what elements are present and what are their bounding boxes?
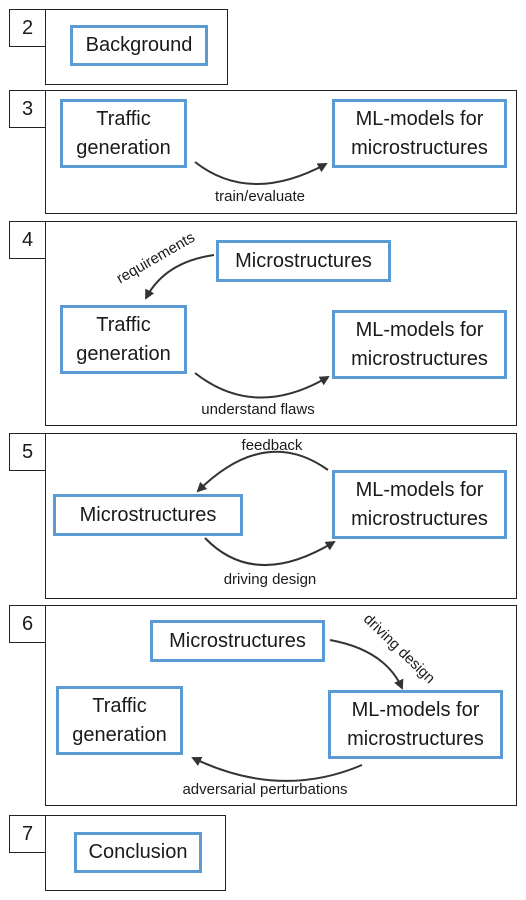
section-7-number: 7 <box>9 815 46 853</box>
train-evaluate-arrow <box>194 161 328 185</box>
adversarial-perturbations-arrow <box>191 756 363 782</box>
section-4-number: 4 <box>9 221 46 259</box>
driving-design-label: driving design <box>224 571 317 588</box>
requirements-arrow <box>145 254 215 300</box>
ml-models-box: ML-models for microstructures <box>328 690 503 759</box>
requirements-label: requirements <box>114 229 198 287</box>
driving-design-arrow <box>204 537 336 567</box>
background-box: Background <box>70 25 208 66</box>
understand-flaws-label: understand flaws <box>201 401 314 418</box>
feedback-arrow <box>196 450 329 493</box>
ml-models-box: ML-models for microstructures <box>332 470 507 539</box>
driving-design-arrow <box>329 639 404 690</box>
conclusion-box: Conclusion <box>74 832 202 873</box>
feedback-label: feedback <box>242 437 303 454</box>
traffic-generation-box: Traffic generation <box>60 305 187 374</box>
section-3-number: 3 <box>9 90 46 128</box>
traffic-generation-box: Traffic generation <box>60 99 187 168</box>
microstructures-box: Microstructures <box>216 240 391 282</box>
understand-flaws-arrow <box>194 372 330 399</box>
ml-models-box: ML-models for microstructures <box>332 99 507 168</box>
section-6-number: 6 <box>9 605 46 643</box>
adversarial-perturbations-label: adversarial perturbations <box>182 781 347 798</box>
microstructures-box: Microstructures <box>53 494 243 536</box>
train-evaluate-label: train/evaluate <box>215 188 305 205</box>
microstructures-box: Microstructures <box>150 620 325 662</box>
traffic-generation-box: Traffic generation <box>56 686 183 755</box>
ml-models-box: ML-models for microstructures <box>332 310 507 379</box>
driving-design-label: driving design <box>360 610 438 687</box>
section-5-number: 5 <box>9 433 46 471</box>
section-2-number: 2 <box>9 9 46 47</box>
